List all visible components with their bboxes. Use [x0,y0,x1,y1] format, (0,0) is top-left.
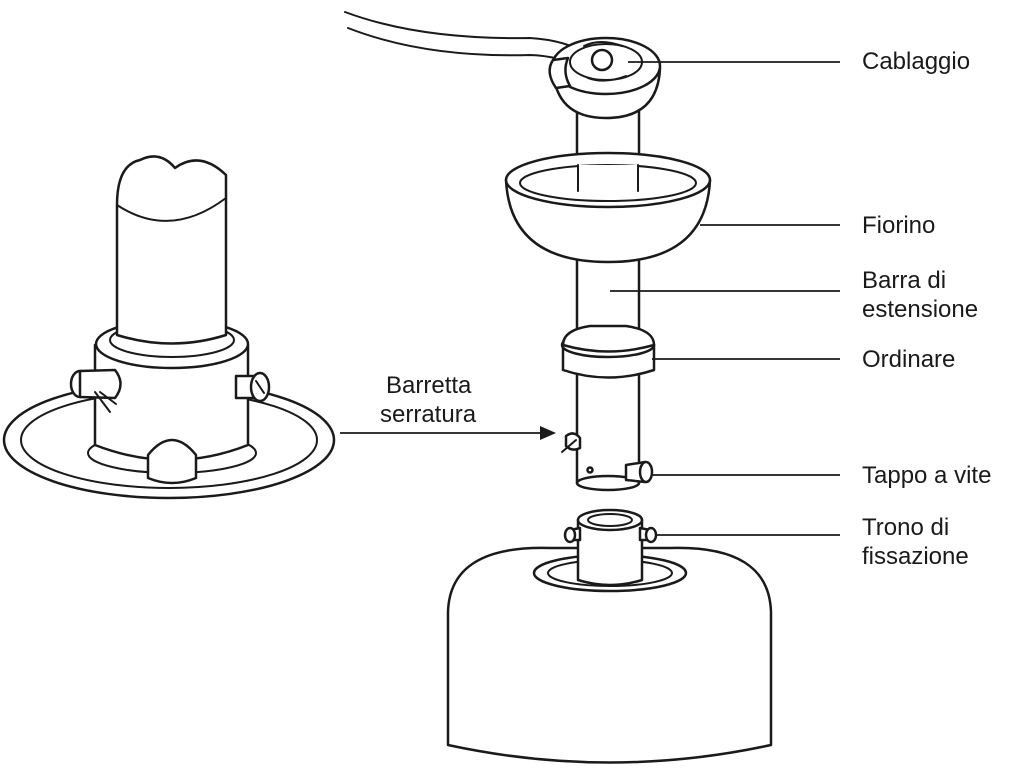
lock-pin [561,432,582,453]
label-fixing-throne-line1: Trono di [862,514,950,541]
rod-bottom [575,474,641,492]
label-lock-bar-line1: Barretta [386,372,472,399]
label-fixing-throne-line2: fissazione [862,543,969,570]
wiring-cup [548,36,662,120]
leader-lines [340,61,840,536]
dome-base [446,508,773,764]
throne-screw-right [638,526,658,544]
detail-rod [115,155,228,345]
label-lock-bar-line2: serratura [380,401,477,428]
leader-lock-bar-arrow [540,426,556,440]
screw-cap [624,460,654,484]
fixing-throne [576,518,644,587]
label-extension-bar-line2: estensione [862,296,979,323]
label-extension-bar-line1: Barra di [862,267,947,294]
label-screw-cap: Tappo a vite [862,462,992,489]
wiring-cup-clip [548,56,572,90]
detail-right-screw [234,371,271,403]
trim-ring [560,324,656,379]
label-canopy: Fiorino [862,212,936,239]
detail-rod-top-edge [116,197,227,222]
label-trim: Ordinare [862,346,956,373]
label-wiring: Cablaggio [862,48,971,75]
detail-lock-bump [146,438,198,485]
detail-left-screw [69,368,122,413]
detail-mount-assembly [2,155,336,500]
canopy [504,151,712,264]
throne-screw-left [563,526,582,544]
